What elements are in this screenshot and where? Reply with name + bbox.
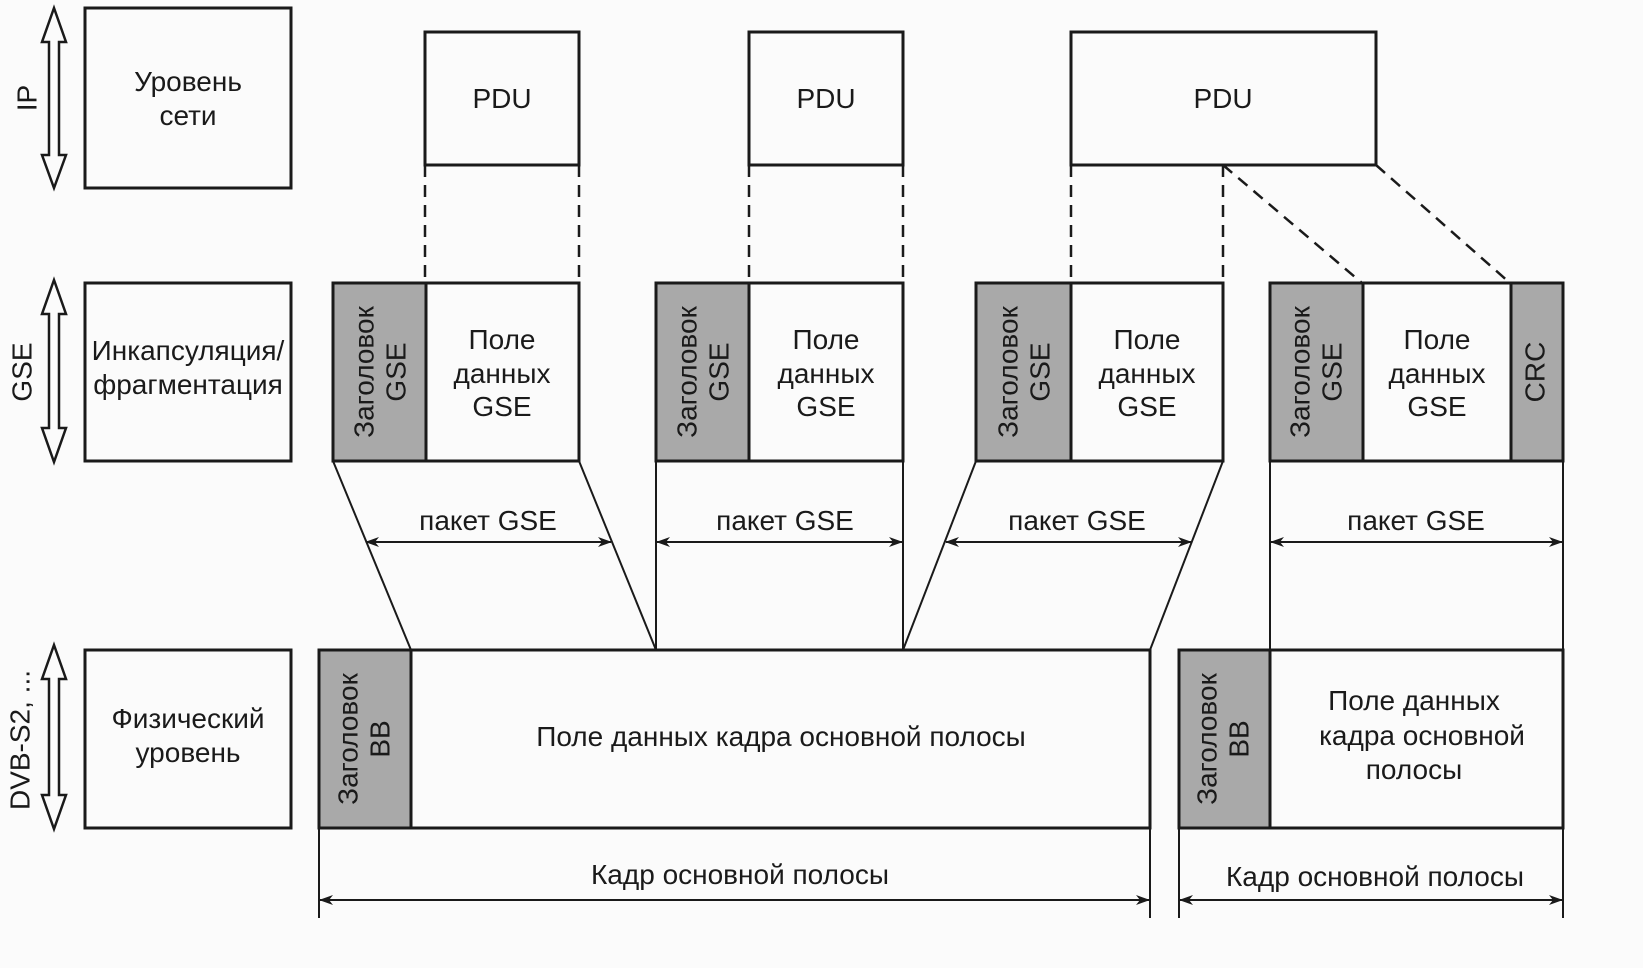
pdu-3: PDU [1069,30,1378,167]
packet-mapping-lines [332,460,1564,651]
gse-crc-label: CRC [1519,342,1550,403]
gse-data-field [1361,281,1513,463]
mapping-line [332,460,412,651]
layer-box-line: Инкапсуляция/ [92,335,285,366]
gse-data-line: GSE [1117,391,1176,422]
layer-box-line: фрагментация [93,369,283,400]
gse-data-field [424,281,581,463]
gse-header [654,281,751,463]
gse-data-line: данных [1389,358,1486,389]
gse-data-line: Поле [1114,324,1181,355]
pdu-mapping-lines [423,164,1511,284]
gse-header-line: Заголовок [348,305,379,437]
gse-crc [1509,281,1565,463]
bb-data-line: полосы [1366,754,1462,785]
gse-data-line: Поле [469,324,536,355]
packet-dimension-1: пакет GSE [365,505,612,547]
gse-header-line: Заголовок [671,305,702,437]
bb-header-line: BB [364,720,395,757]
gse-header-line: GSE [1316,342,1347,401]
pdu-label: PDU [796,83,855,114]
layer-ip: IP Уровень сети [11,4,293,192]
gse-header [1268,281,1365,463]
bb-header [1177,648,1272,830]
frame-label: Кадр основной полосы [591,859,889,890]
gse-header [331,281,428,463]
layer-axis-label: DVB-S2, ... [4,670,35,810]
mapping-line [1149,460,1224,651]
gse-data-line: GSE [472,391,531,422]
double-arrow-icon [40,4,68,192]
layer-gse: GSE Инкапсуляция/ фрагментация [6,276,293,466]
packet-label: пакет GSE [419,505,557,536]
gse-data-line: Поле [1404,324,1471,355]
bb-data-line: Поле данных [1328,685,1500,716]
gse-data-line: Поле [793,324,860,355]
layer-box [83,648,293,830]
gse-header-line: GSE [1024,342,1055,401]
pdu-box [747,30,905,167]
layer-box [83,281,293,463]
packet-label: пакет GSE [716,505,854,536]
gse-packet-3: Заголовок GSE Поле данных GSE [974,281,1225,463]
gse-packet-2: Заголовок GSE Поле данных GSE [654,281,905,463]
packet-dimension-4: пакет GSE [1270,505,1563,547]
layer-box-line: уровень [135,737,240,768]
pdu-2: PDU [747,30,905,167]
gse-data-field [747,281,905,463]
layer-box-line: сети [159,100,216,131]
layer-axis-label: GSE [6,342,37,401]
gse-data-line: данных [454,358,551,389]
gse-packet-4: Заголовок GSE Поле данных GSE CRC [1268,281,1565,463]
pdu-label: PDU [472,83,531,114]
layer-physical: DVB-S2, ... Физический уровень [4,641,293,833]
bb-data-line: кадра основной [1319,720,1525,751]
bb-header-line: BB [1223,720,1254,757]
pdu-label: PDU [1193,83,1252,114]
layer-box-line: Физический [111,703,264,734]
bb-header [317,648,413,830]
packet-label: пакет GSE [1347,505,1485,536]
layer-box [83,6,293,190]
gse-header-line: GSE [380,342,411,401]
bb-data-field [409,648,1152,830]
packet-dimension-3: пакет GSE [945,505,1192,547]
bb-frame-1: Заголовок BB Поле данных кадра основной … [317,648,1152,918]
bb-frame-2: Заголовок BB Поле данных кадра основной … [1177,648,1565,918]
double-arrow-icon [40,276,68,466]
packet-dimension-2: пакет GSE [656,505,903,547]
gse-header-line: GSE [703,342,734,401]
layer-axis-label: IP [11,85,42,111]
frame-label: Кадр основной полосы [1226,861,1524,892]
double-arrow-icon [40,641,68,833]
gse-data-line: данных [778,358,875,389]
bb-data-label: Поле данных кадра основной полосы [536,721,1026,752]
bb-data-field [1268,648,1565,830]
gse-header [974,281,1073,463]
pdu-box [423,30,581,167]
gse-data-line: GSE [796,391,855,422]
gse-header-line: Заголовок [992,305,1023,437]
packet-label: пакет GSE [1008,505,1146,536]
gse-data-line: GSE [1407,391,1466,422]
gse-data-line: данных [1099,358,1196,389]
mapping-line [902,460,977,651]
pdu-1: PDU [423,30,581,167]
layer-box-line: Уровень [134,66,242,97]
bb-header-line: Заголовок [1191,672,1222,804]
dashed-line [1222,164,1363,284]
dashed-line [1375,164,1511,284]
gse-packet-1: Заголовок GSE Поле данных GSE [331,281,581,463]
bb-header-line: Заголовок [332,672,363,804]
mapping-line [578,460,657,651]
gse-header-line: Заголовок [1284,305,1315,437]
gse-data-field [1069,281,1225,463]
